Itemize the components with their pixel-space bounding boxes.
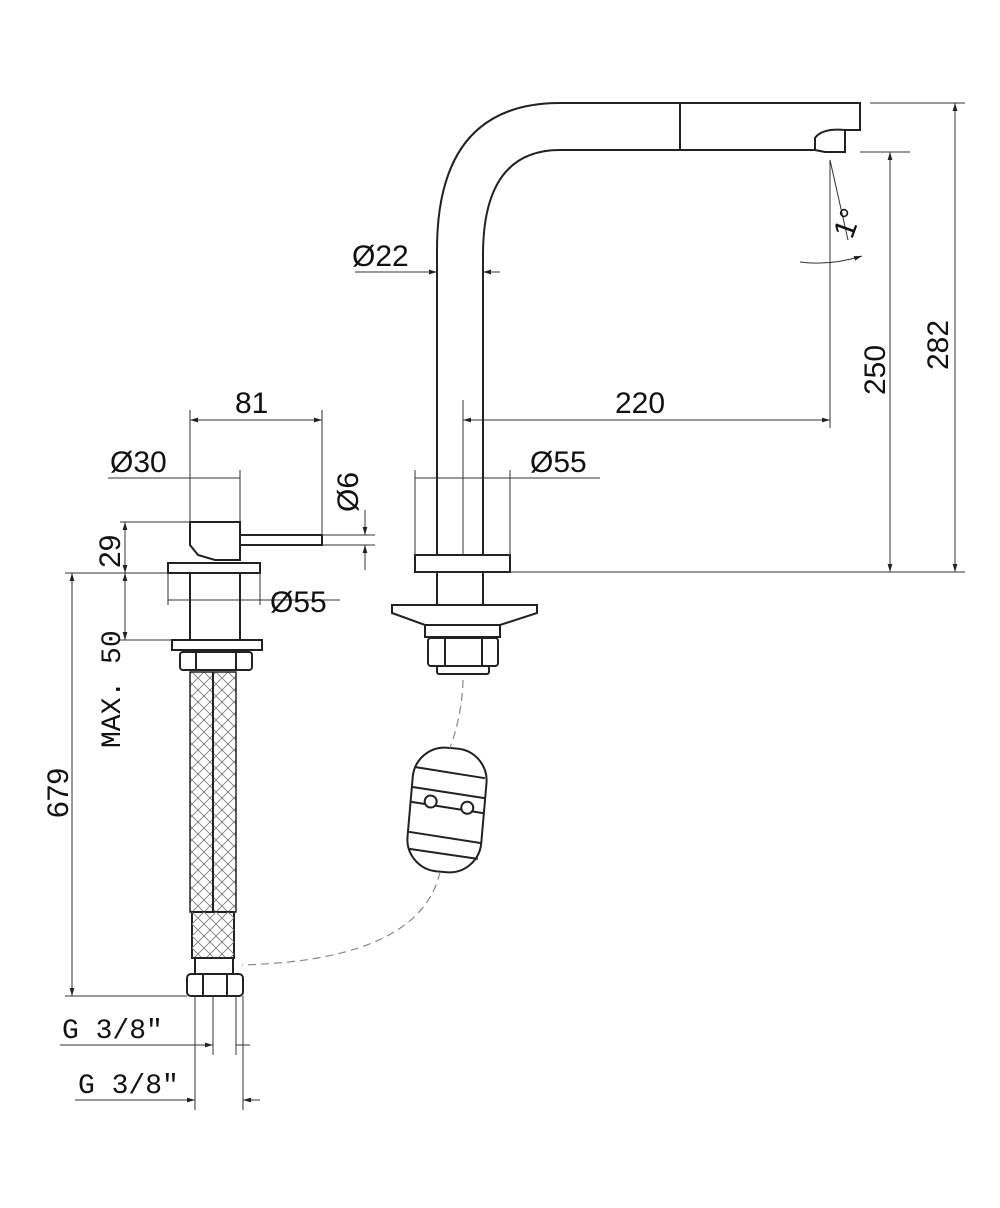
hose-path [241,871,441,966]
dim-lever-reach: 81 [235,387,268,420]
dimension-lines [60,102,965,1110]
dim-thread-1: G 3/8" [62,1016,163,1047]
dim-lever-base-diameter: Ø55 [270,586,327,619]
dim-thread-2: G 3/8" [78,1071,179,1102]
dim-max-deck-thickness: MAX. 50 [98,630,129,748]
dim-lever-body-diameter: Ø30 [110,446,167,479]
kitchen-mixer-spout [391,102,861,675]
aerator-nozzle [814,128,846,153]
dim-lever-diameter: Ø6 [332,472,365,512]
pull-out-handset [406,746,488,874]
dim-spout-reach: 220 [615,387,665,420]
dim-spout-angle: 1° [828,204,869,242]
dim-lever-height: 29 [94,535,127,568]
dim-overall-height: 282 [922,320,955,370]
hose-path [449,679,464,749]
dim-spout-base-diameter: Ø55 [530,446,587,479]
mixing-valve [167,521,323,997]
dim-spout-tube-diameter: Ø22 [352,240,409,273]
dim-spout-height: 250 [859,345,892,395]
dim-hose-length: 679 [42,768,75,818]
